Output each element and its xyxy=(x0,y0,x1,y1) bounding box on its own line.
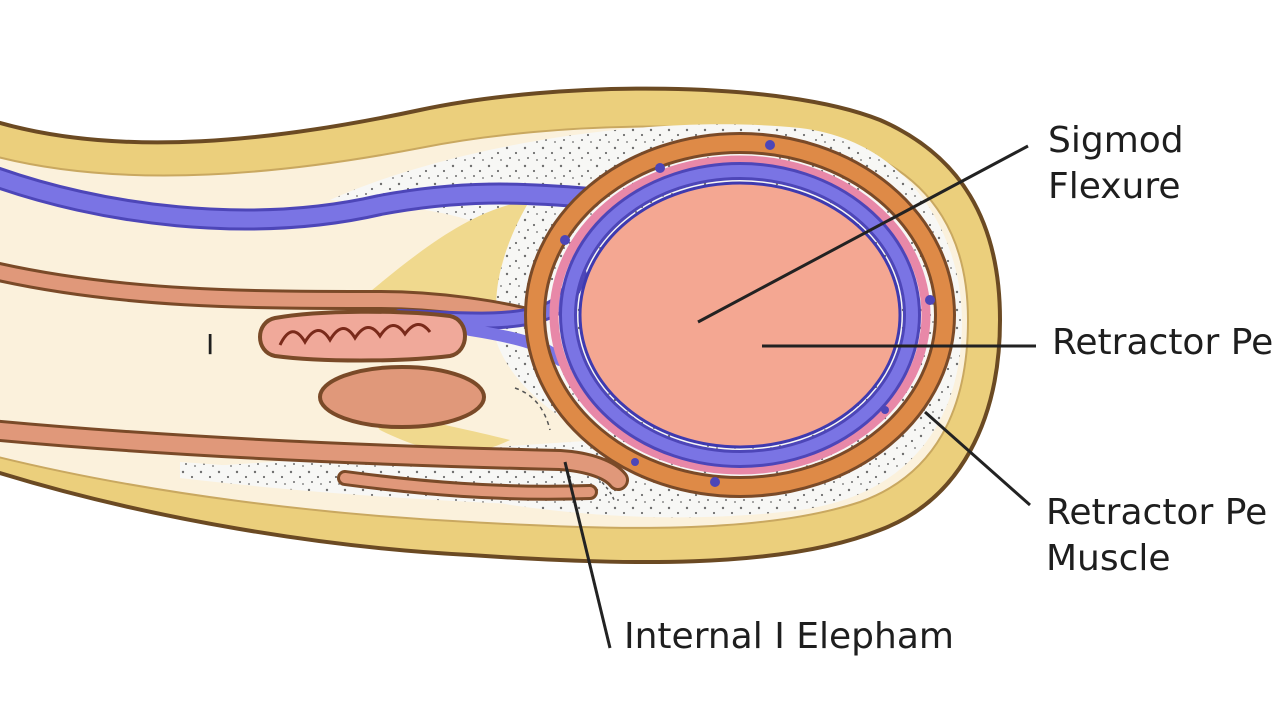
label-small-i-text: I xyxy=(206,328,215,361)
label-sigmoid-line2: Flexure xyxy=(1048,166,1181,207)
sigmoid-core xyxy=(578,181,902,449)
label-retractor-1-text: Retractor Pe xyxy=(1052,322,1274,363)
label-retractor-2-line1: Retractor Pe xyxy=(1046,492,1268,533)
oval-tissue xyxy=(318,365,486,429)
label-sigmoid-flexure: Sigmod Flexure xyxy=(1048,118,1184,210)
pink-ring xyxy=(549,155,931,475)
ring-nodules xyxy=(560,140,935,487)
leader-line-sigmoid xyxy=(697,144,1029,324)
label-retractor-2-line2: Muscle xyxy=(1046,538,1171,579)
label-retractor-1: Retractor Pe xyxy=(1052,320,1273,366)
leader-line-internal xyxy=(563,461,612,649)
label-sigmoid-line1: Sigmod xyxy=(1048,120,1184,161)
label-internal: Internal I Elepham xyxy=(624,614,954,660)
label-internal-text: Internal I Elepham xyxy=(624,616,954,657)
left-folded-loop xyxy=(258,309,467,363)
leader-line-retractor-2 xyxy=(924,410,1031,507)
loop-arches xyxy=(278,323,432,346)
label-retractor-muscle: Retractor Pe Muscle xyxy=(1046,490,1267,582)
label-small-i: I xyxy=(206,322,214,368)
